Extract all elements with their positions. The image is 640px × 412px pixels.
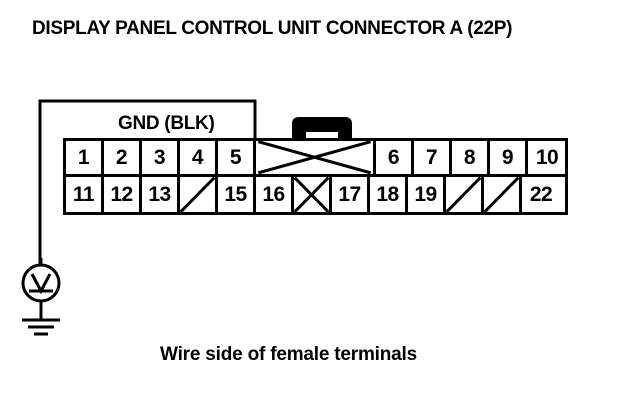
bottom-row-pin-15: 15 — [218, 176, 256, 212]
top-row-unused-cavity-6 — [256, 141, 376, 174]
pin-number: 2 — [115, 145, 128, 169]
pin-number: 16 — [262, 182, 285, 206]
pin-number: 1 — [77, 145, 90, 169]
bottom-row-unused-cavity-4 — [180, 176, 218, 212]
pin-number: 15 — [224, 182, 247, 206]
pin-number: 8 — [463, 145, 476, 169]
bottom-row-pin-19: 19 — [408, 176, 446, 212]
top-row-pin-4: 4 — [180, 141, 218, 174]
pin-number: 18 — [376, 182, 399, 206]
pin-number: 7 — [425, 145, 438, 169]
bottom-row-pin-12: 12 — [104, 176, 142, 212]
pin-number: 11 — [72, 182, 95, 206]
terminal-row-bottom: 11 12 13 15 16 17 18 19 22 — [66, 176, 565, 213]
pin-number: 22 — [529, 182, 553, 206]
bottom-row-pin-16: 16 — [256, 176, 294, 212]
connector-locking-tab — [292, 117, 352, 138]
pin-number: 5 — [229, 145, 242, 169]
bottom-row-pin-13: 13 — [142, 176, 180, 212]
bottom-row-unused-cavity-11 — [446, 176, 484, 212]
terminal-row-top: 1 2 3 4 5 6 7 8 9 10 — [66, 141, 565, 177]
top-row-pin-1: 1 — [66, 141, 104, 174]
top-row-pin-6: 6 — [376, 141, 414, 174]
bottom-row-pin-11: 11 — [66, 176, 104, 212]
top-row-pin-10: 10 — [528, 141, 566, 174]
top-row-pin-5: 5 — [218, 141, 256, 174]
pin-number: 3 — [153, 145, 166, 169]
pin-number: 13 — [148, 182, 171, 206]
pin-number: 9 — [501, 145, 514, 169]
voltmeter-v-glyph — [30, 273, 52, 295]
top-row-pin-2: 2 — [104, 141, 142, 174]
bottom-row-pin-18: 18 — [370, 176, 408, 212]
top-row-pin-9: 9 — [490, 141, 528, 174]
pin-number: 17 — [338, 182, 361, 206]
pin-number: 12 — [110, 182, 133, 206]
pin-number: 4 — [191, 145, 204, 169]
top-row-pin-3: 3 — [142, 141, 180, 174]
pin-number: 6 — [387, 145, 400, 169]
top-row-pin-7: 7 — [414, 141, 452, 174]
pin-number: 19 — [414, 182, 437, 206]
view-caption: Wire side of female terminals — [160, 344, 417, 365]
page-title: DISPLAY PANEL CONTROL UNIT CONNECTOR A (… — [32, 18, 513, 39]
voltmeter-ground-symbol — [21, 258, 61, 336]
bottom-row-unused-cavity-12 — [484, 176, 522, 212]
voltmeter-circle — [21, 263, 61, 303]
bottom-row-unused-cavity-7 — [294, 176, 332, 212]
gnd-signal-label: GND (BLK) — [118, 113, 215, 134]
top-row-pin-8: 8 — [452, 141, 490, 174]
pin-number: 10 — [535, 145, 559, 169]
bottom-row-pin-22: 22 — [522, 177, 560, 213]
bottom-row-pin-17: 17 — [332, 176, 370, 212]
